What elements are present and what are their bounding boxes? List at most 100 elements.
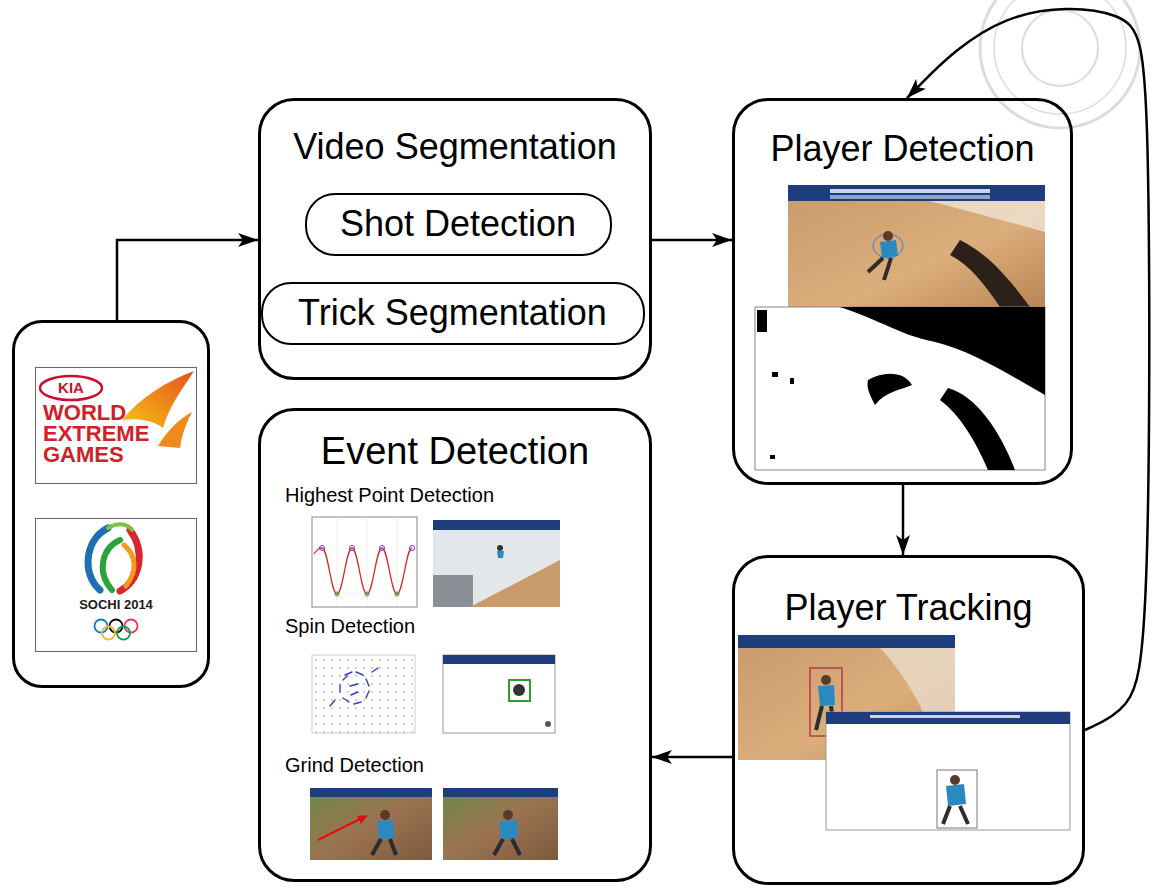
- grind-thumbnail: [494, 839, 520, 855]
- height-plot: [395, 592, 399, 596]
- highest-point-thumbnail: [433, 520, 560, 607]
- flow-arrow: [652, 756, 732, 759]
- box-title: Player Detection: [745, 128, 1060, 169]
- optical-flow-plot: [330, 700, 335, 706]
- foreground-mask: [867, 374, 912, 405]
- kia-logo: [158, 412, 192, 448]
- spin-thumbnail: [513, 684, 525, 696]
- optical-flow-plot: [343, 676, 347, 680]
- logo-frame: SOCHI 2014: [35, 518, 197, 652]
- seal-watermark: [980, 0, 1140, 128]
- height-plot: [350, 546, 355, 551]
- foreground-mask: [772, 372, 778, 377]
- tracking-frame-thumbnail: [821, 675, 831, 685]
- optical-flow-plot: [356, 672, 363, 675]
- highest-point-thumbnail: [470, 560, 560, 607]
- optical-flow-plot: [312, 655, 415, 733]
- sochi-logo: [103, 540, 120, 590]
- flow-arrow: [117, 240, 258, 320]
- pill-label: Shot Detection: [321, 203, 595, 244]
- grind-thumbnail: [443, 788, 558, 797]
- box-title: Player Tracking: [745, 587, 1072, 628]
- height-plot: [335, 592, 399, 596]
- box-title: Event Detection: [271, 430, 639, 474]
- process-box: Player Tracking: [732, 555, 1085, 885]
- subsection-label: Grind Detection: [285, 754, 641, 777]
- optical-flow-plot: [350, 684, 358, 686]
- tracking-frame-thumbnail: [826, 712, 1070, 830]
- video-frame-thumbnail: [868, 258, 891, 280]
- seal-watermark: [980, 0, 1140, 128]
- optical-flow-plot: [351, 692, 358, 695]
- seal-watermark: [1022, 10, 1098, 86]
- olympic-rings: [110, 620, 123, 633]
- logo-text: KIA: [39, 379, 103, 396]
- logo-frame: KIA WORLD EXTREME GAMES: [35, 367, 197, 484]
- highest-point-thumbnail: [433, 575, 473, 607]
- logo-text: WORLD EXTREME GAMES: [43, 403, 168, 466]
- spin-thumbnail: [443, 655, 555, 733]
- optical-flow-plot: [343, 698, 349, 702]
- tracking-frame-thumbnail: [950, 775, 960, 785]
- grind-thumbnail: [310, 788, 432, 860]
- height-plot: [320, 546, 325, 551]
- foreground-mask: [755, 307, 1045, 470]
- grind-thumbnail: [443, 788, 558, 860]
- input-source-box: KIA WORLD EXTREME GAMES SOCHI 2014: [12, 320, 210, 688]
- process-box: Player Detection: [732, 98, 1073, 485]
- height-plot: [365, 592, 369, 596]
- sochi-logo: [124, 545, 134, 586]
- flow-arrow: [902, 485, 905, 555]
- olympic-rings: [102, 627, 115, 640]
- foreground-mask: [770, 455, 775, 459]
- highest-point-thumbnail: [497, 545, 503, 551]
- grind-thumbnail: [310, 788, 432, 860]
- spin-thumbnail: [443, 655, 555, 664]
- grind-thumbnail: [443, 788, 558, 860]
- subprocess-pill: Shot Detection: [305, 193, 612, 256]
- subsection-label: Highest Point Detection: [285, 484, 641, 507]
- tracking-frame-thumbnail: [826, 712, 1070, 830]
- highest-point-thumbnail: [433, 520, 560, 530]
- highest-point-thumbnail: [433, 520, 560, 607]
- olympic-rings: [95, 620, 108, 633]
- optical-flow-plot: [366, 691, 369, 698]
- kia-logo: [40, 376, 102, 400]
- sochi-logo: [108, 524, 132, 530]
- grind-thumbnail: [372, 839, 396, 855]
- height-plot: [320, 546, 415, 551]
- height-plot: [335, 592, 339, 596]
- video-frame-thumbnail: [788, 185, 1045, 201]
- grind-thumbnail: [318, 818, 362, 840]
- height-plot: [410, 546, 415, 551]
- pill-label: Trick Segmentation: [277, 292, 628, 333]
- video-frame-thumbnail: [788, 185, 1045, 307]
- process-box: Event DetectionHighest Point DetectionSp…: [258, 408, 652, 882]
- grind-thumbnail: [499, 820, 518, 839]
- video-frame-thumbnail: [883, 231, 893, 241]
- optical-flow-plot: [354, 702, 361, 704]
- grind-thumbnail: [377, 820, 394, 839]
- video-frame-thumbnail: [788, 185, 1045, 307]
- spin-thumbnail: [443, 655, 555, 733]
- grind-thumbnail: [503, 810, 513, 820]
- optical-flow-plot: [330, 668, 378, 706]
- olympic-rings: [125, 620, 138, 633]
- video-frame-thumbnail: [950, 240, 1030, 307]
- process-box: Video SegmentationShot DetectionTrick Se…: [258, 98, 652, 380]
- grind-thumbnail: [380, 810, 390, 820]
- video-frame-thumbnail: [880, 240, 898, 258]
- sochi-logo: [88, 524, 139, 591]
- box-title: Video Segmentation: [271, 126, 639, 167]
- olympic-rings: [95, 620, 138, 640]
- sochi-logo: [120, 530, 139, 591]
- optical-flow-plot: [312, 655, 415, 733]
- optical-flow-plot: [372, 668, 378, 672]
- tracking-frame-thumbnail: [946, 784, 966, 806]
- tracking-frame-thumbnail: [870, 715, 1020, 718]
- height-plot: [380, 546, 385, 551]
- tracking-frame-thumbnail: [818, 685, 835, 706]
- tracking-frame-thumbnail: [826, 712, 1070, 724]
- olympic-rings: [117, 627, 130, 640]
